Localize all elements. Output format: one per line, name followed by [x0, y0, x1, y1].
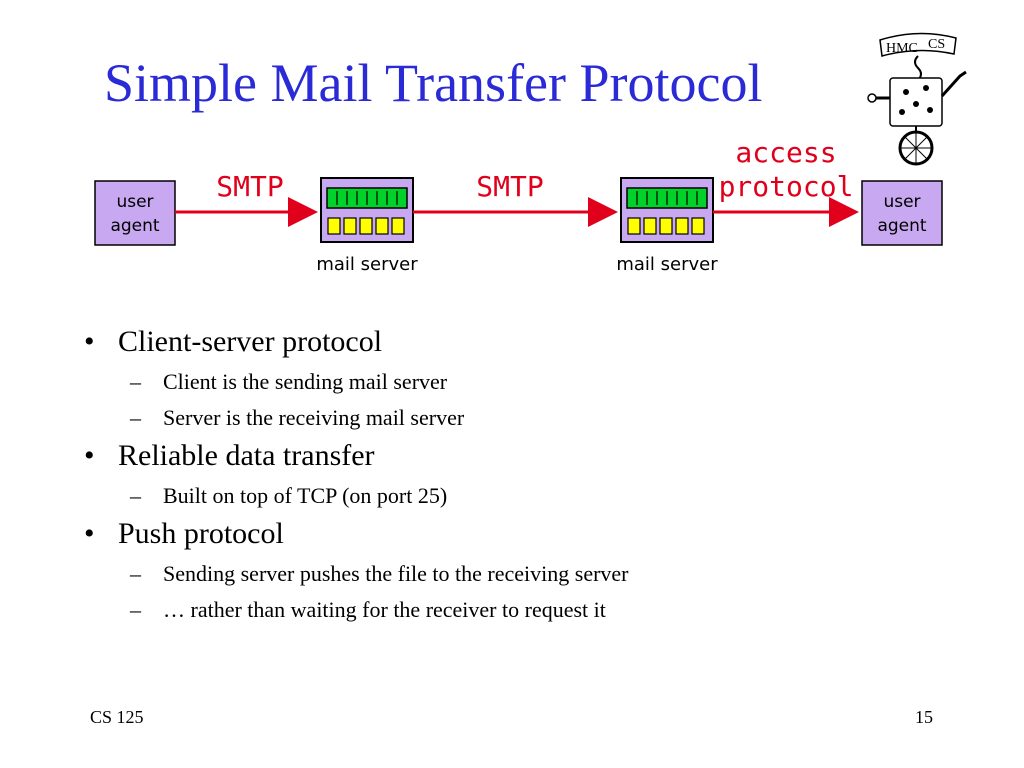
user-agent-right-line1: user: [883, 192, 920, 212]
logo-text-hmc: HMC: [886, 41, 918, 56]
mail-server-label-1: mail server: [316, 254, 418, 275]
sub-bullet-text: Client is the sending mail server: [163, 369, 448, 394]
sub-bullet-text: Built on top of TCP (on port 25): [163, 483, 448, 508]
user-agent-left-line2: agent: [110, 216, 159, 236]
mail-server-label-2: mail server: [616, 254, 718, 275]
sub-bullet-text: … rather than waiting for the receiver t…: [163, 597, 606, 622]
sub-bullet-item: –Server is the receiving mail server: [130, 405, 465, 430]
smtp-diagram: user agent mail server mail server: [94, 136, 943, 275]
footer-course: CS 125: [90, 707, 144, 727]
user-agent-right-line2: agent: [877, 216, 926, 236]
sub-bullet-text: Server is the receiving mail server: [163, 405, 465, 430]
bullet-list: •Client-server protocol –Client is the s…: [70, 318, 970, 624]
sub-bullet-item: –Client is the sending mail server: [130, 369, 448, 394]
bullet-text: Reliable data transfer: [118, 439, 375, 472]
bullet-item: •Push protocol: [84, 517, 284, 550]
protocol-label-smtp-2: SMTP: [476, 170, 543, 203]
mail-server-icon-2: [620, 177, 714, 243]
bullet-item: •Client-server protocol: [84, 325, 383, 358]
user-agent-right-box: [861, 180, 943, 246]
bullet-text: Push protocol: [118, 517, 284, 550]
bullet-item: •Reliable data transfer: [84, 439, 375, 472]
bullet-text: Client-server protocol: [118, 325, 383, 358]
slide-title: Simple Mail Transfer Protocol: [104, 53, 763, 113]
sub-bullet-item: –… rather than waiting for the receiver …: [130, 597, 606, 622]
protocol-label-access-line1: access: [735, 136, 836, 169]
hmc-cs-logo: HMC CS: [867, 32, 967, 166]
protocol-label-smtp-1: SMTP: [216, 170, 283, 203]
sub-bullet-item: –Sending server pushes the file to the r…: [130, 561, 629, 586]
mail-server-icon-1: [320, 177, 414, 243]
user-agent-left-line1: user: [116, 192, 153, 212]
footer-page-number: 15: [915, 707, 933, 727]
sub-bullet-text: Sending server pushes the file to the re…: [163, 561, 629, 586]
sub-bullet-item: –Built on top of TCP (on port 25): [130, 483, 448, 508]
protocol-label-access-line2: protocol: [719, 170, 854, 203]
logo-text-cs: CS: [928, 37, 945, 52]
